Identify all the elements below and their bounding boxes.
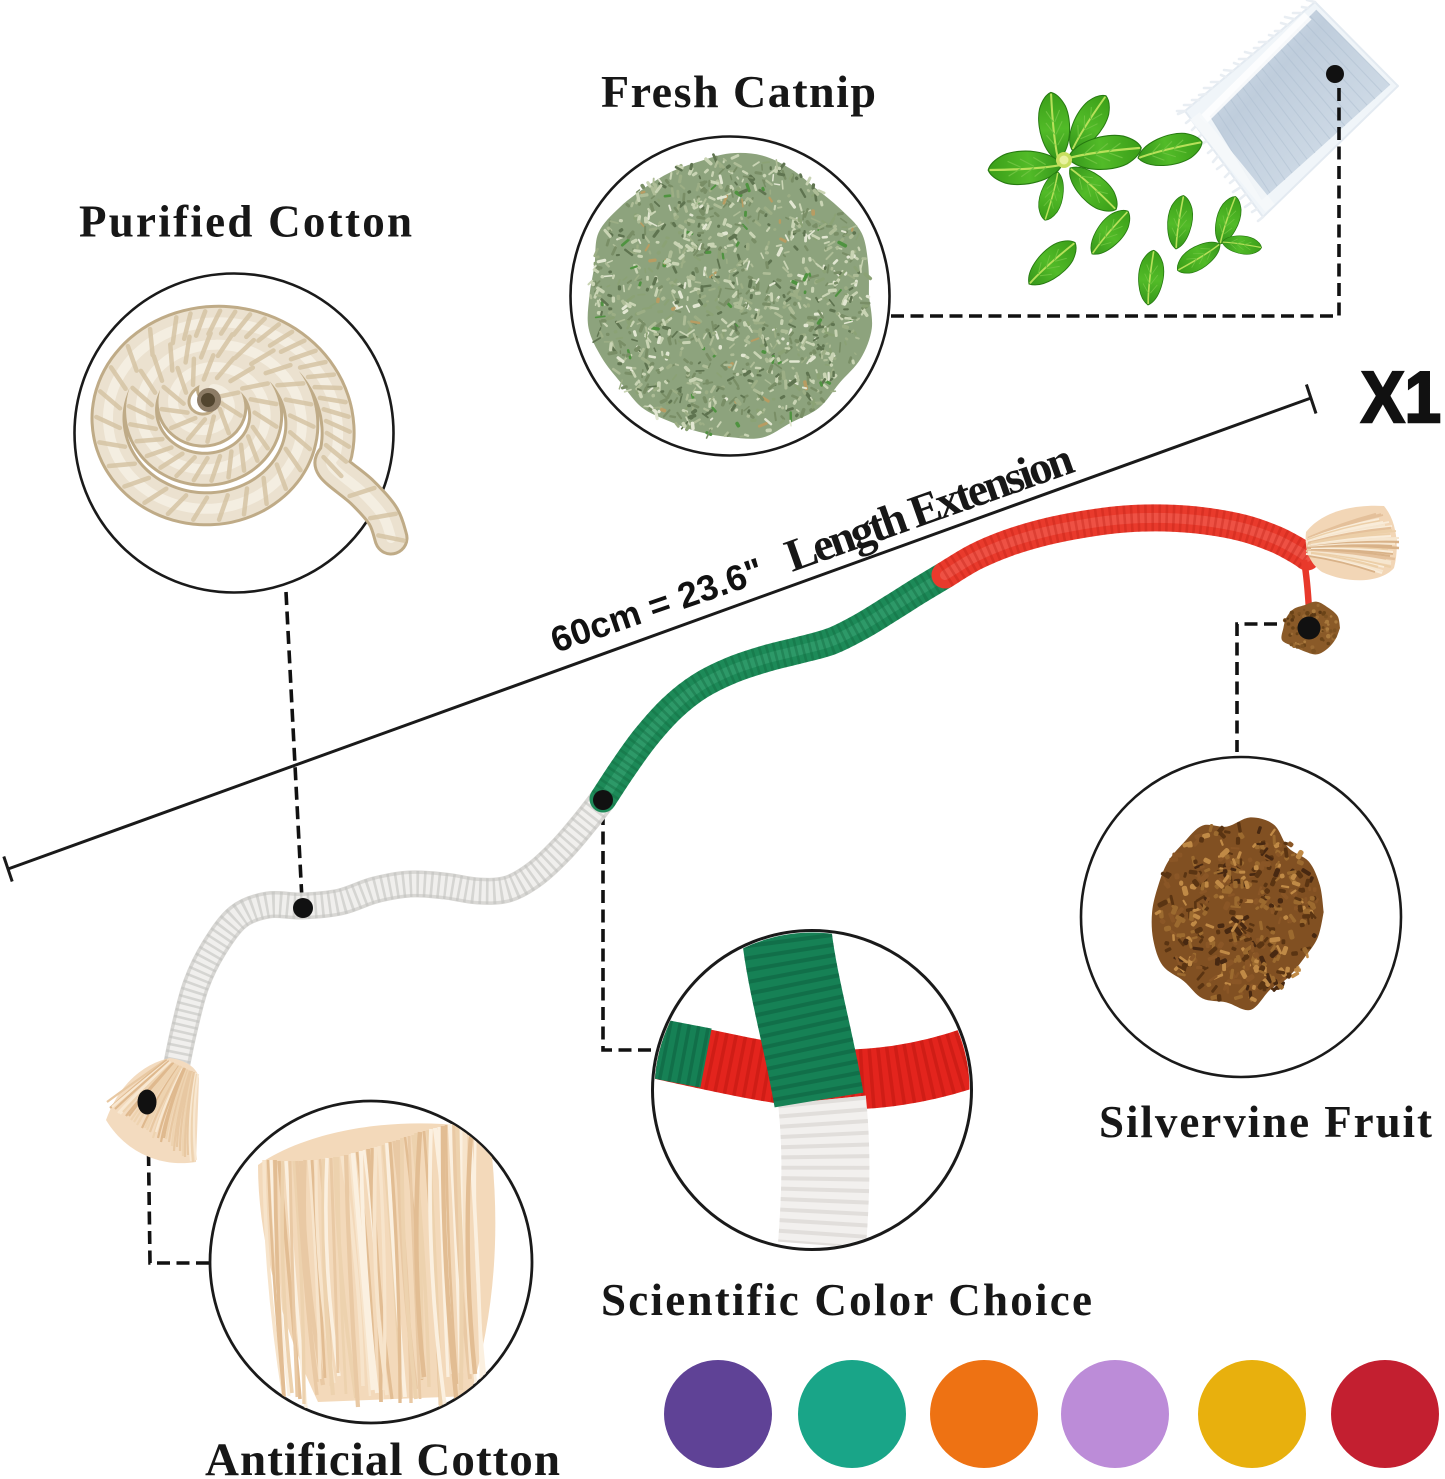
svg-text:Fresh Catnip: Fresh Catnip [601, 66, 876, 117]
svg-text:Antificial Cotton: Antificial Cotton [205, 1434, 560, 1479]
svg-text:Silvervine Fruit: Silvervine Fruit [1099, 1097, 1432, 1147]
svg-text:Purified Cotton: Purified Cotton [79, 197, 412, 247]
svg-text:X1: X1 [1361, 358, 1441, 438]
svg-text:Scientific Color Choice: Scientific Color Choice [601, 1275, 1092, 1325]
